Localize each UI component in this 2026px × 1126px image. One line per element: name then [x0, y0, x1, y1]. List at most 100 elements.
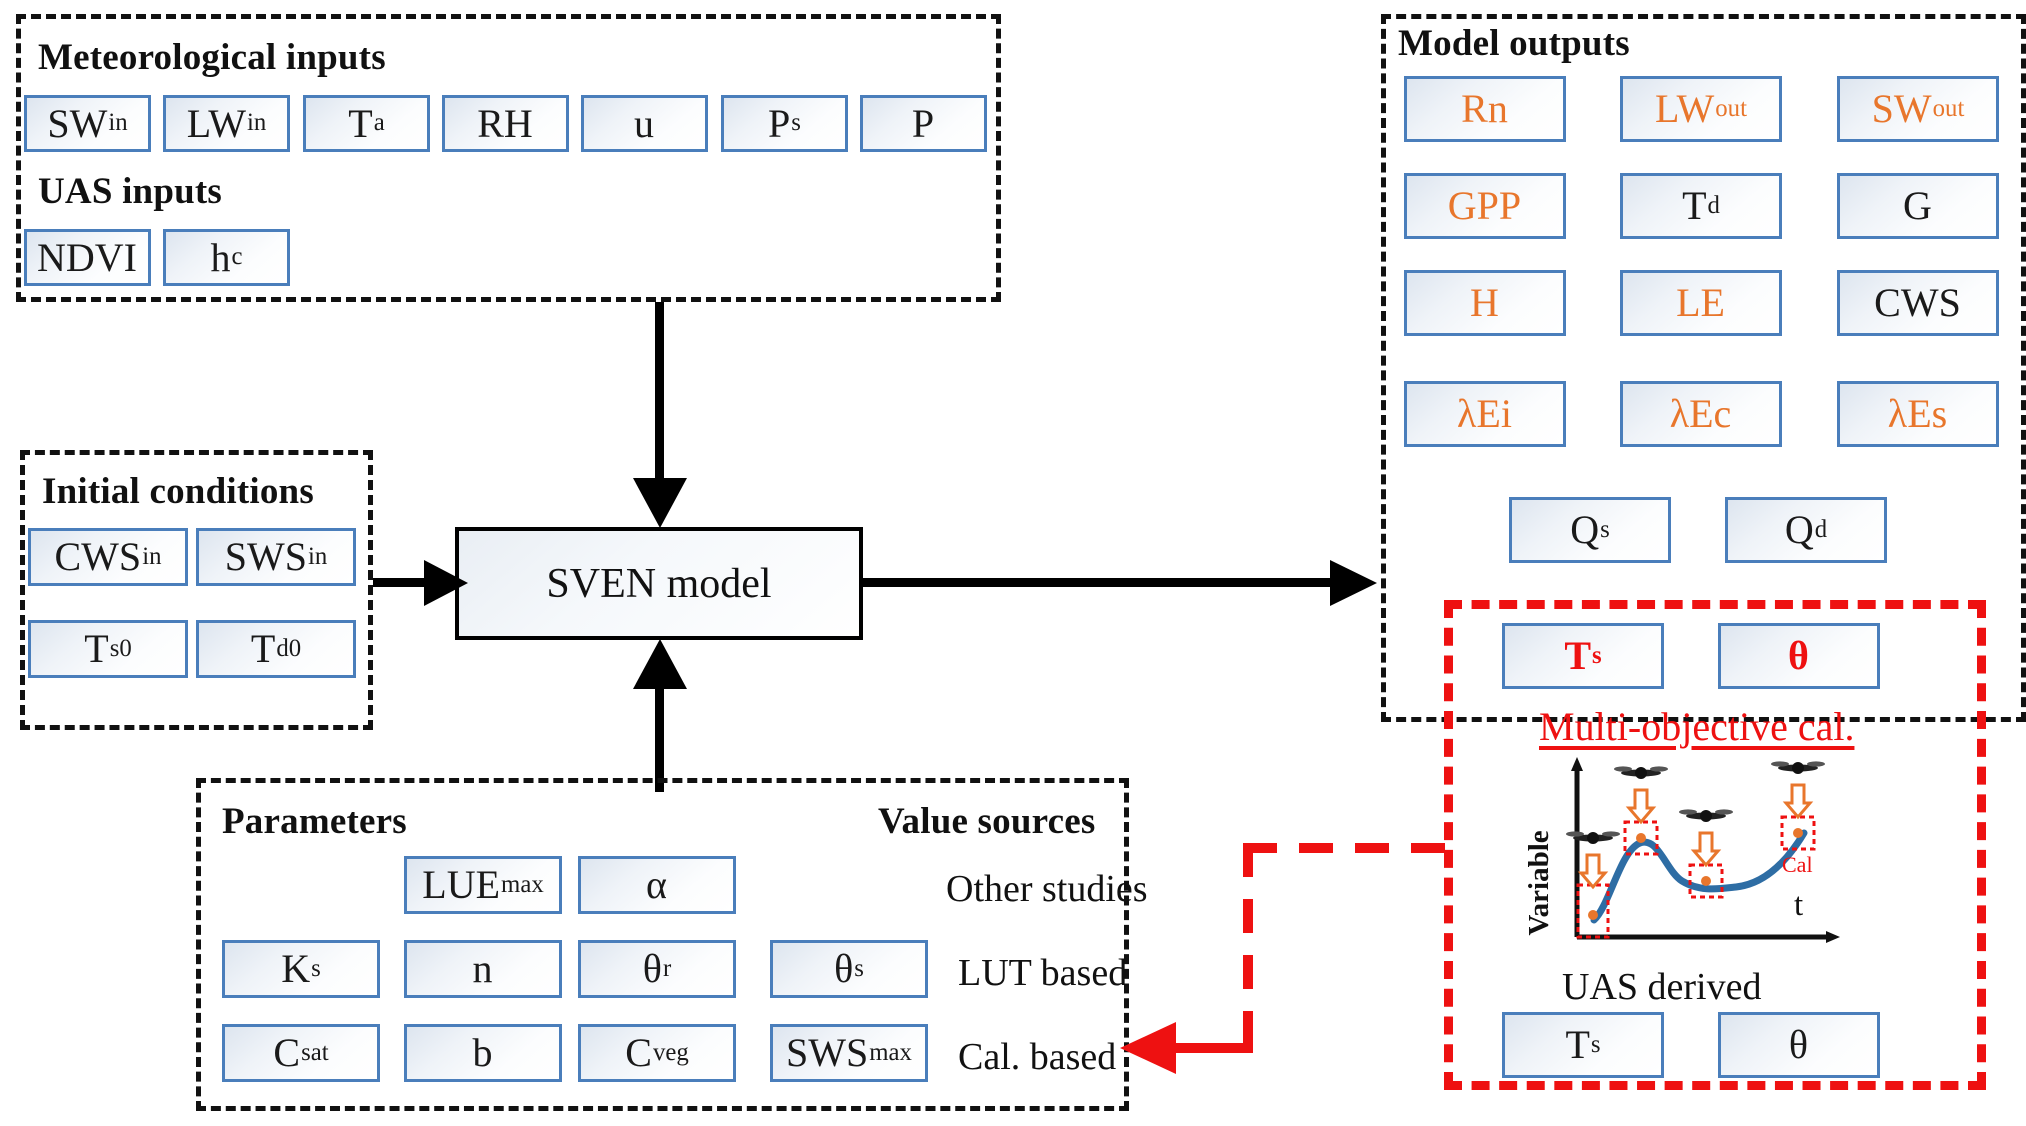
box-label: LE [1676, 280, 1725, 325]
box-label: SWS [786, 1030, 869, 1075]
box-label: RH [477, 100, 533, 146]
box-label: θ [642, 946, 662, 991]
box-label: P [911, 100, 935, 146]
box-sub: c [231, 243, 243, 271]
box-sub: in [142, 542, 162, 570]
arrow-params-to-model-stem [655, 666, 664, 792]
box-sub: max [869, 1038, 912, 1066]
uas-input-ndvi: NDVI [24, 229, 151, 286]
box-label: H [1470, 280, 1499, 325]
arrow-inputs-to-model-head [633, 478, 687, 528]
inset-xlabel: t [1794, 887, 1803, 923]
met-input-p: P [860, 95, 987, 152]
output-rn: Rn [1404, 76, 1566, 142]
box-label: T [84, 626, 109, 671]
box-label: b [472, 1030, 493, 1075]
meteorological-inputs-title: Meteorological inputs [38, 37, 386, 78]
box-label: LW [1655, 86, 1715, 131]
box-label: SWS [224, 534, 307, 579]
box-sub: veg [652, 1038, 689, 1066]
box-label: SW [1871, 86, 1932, 131]
box-label: C [625, 1030, 652, 1075]
output-g: G [1837, 173, 1999, 239]
box-sub: s [311, 954, 321, 982]
red-feedback-arrowhead [1120, 1022, 1176, 1074]
box-label: θ [1788, 633, 1809, 678]
output-h: H [1404, 270, 1566, 336]
box-label: LUE [422, 862, 501, 907]
uas-derived-label: UAS derived [1562, 966, 1762, 1008]
sven-model-label: SVEN model [546, 560, 772, 607]
box-label: Rn [1461, 86, 1508, 131]
value-source-lut-based: LUT based [958, 952, 1128, 994]
box-label: α [646, 862, 667, 907]
sven-model-box: SVEN model [455, 527, 863, 640]
arrow-model-to-outputs-stem [863, 578, 1343, 587]
box-sub: out [1715, 94, 1747, 122]
uas-inputs-title: UAS inputs [38, 171, 223, 212]
box-sub: d0 [276, 634, 302, 662]
value-sources-title: Value sources [878, 801, 1096, 842]
box-sub: s [1592, 641, 1602, 669]
param-b: b [404, 1024, 562, 1082]
red-feedback-horizontal-top [1243, 843, 1448, 853]
arrow-params-to-model-head [633, 639, 687, 689]
box-sub: d [1707, 191, 1720, 219]
box-label: θ [834, 946, 854, 991]
box-sub: out [1932, 94, 1965, 122]
met-input-rh: RH [442, 95, 569, 152]
box-label: λEi [1457, 391, 1512, 436]
box-sub: r [662, 954, 672, 982]
box-sub: s [854, 954, 864, 982]
box-label: Q [1784, 507, 1814, 552]
box-label: h [210, 234, 231, 280]
box-sub: in [108, 109, 128, 137]
box-sub: in [246, 109, 267, 137]
box-label: T [1682, 183, 1707, 228]
output-cws: CWS [1837, 270, 1999, 336]
box-sub: a [373, 109, 385, 137]
box-label: u [634, 100, 654, 146]
box-sub: s [791, 109, 801, 137]
box-label: CWS [1874, 280, 1961, 325]
output-lambda-ec: λEc [1620, 381, 1782, 447]
red-feedback-horizontal-bottom [1175, 1043, 1253, 1053]
model-outputs-panel [1381, 14, 2026, 722]
box-label: NDVI [37, 234, 137, 280]
box-label: Q [1570, 507, 1600, 552]
box-sub: s0 [109, 634, 132, 662]
box-sub: sat [301, 1038, 329, 1066]
met-input-u: u [581, 95, 708, 152]
box-label: n [472, 946, 493, 991]
box-label: K [281, 946, 311, 991]
box-label: T [250, 626, 276, 671]
inputs-panel [16, 14, 1001, 302]
arrow-inputs-to-model-stem [655, 302, 664, 485]
box-label: G [1903, 183, 1932, 228]
drone-icon [1566, 761, 1825, 844]
box-label: C [273, 1030, 301, 1075]
box-label: SW [47, 100, 108, 146]
calibration-modelled-theta: θ [1718, 623, 1880, 689]
arrow-ic-to-model-head [424, 560, 468, 606]
output-gpp: GPP [1404, 173, 1566, 239]
